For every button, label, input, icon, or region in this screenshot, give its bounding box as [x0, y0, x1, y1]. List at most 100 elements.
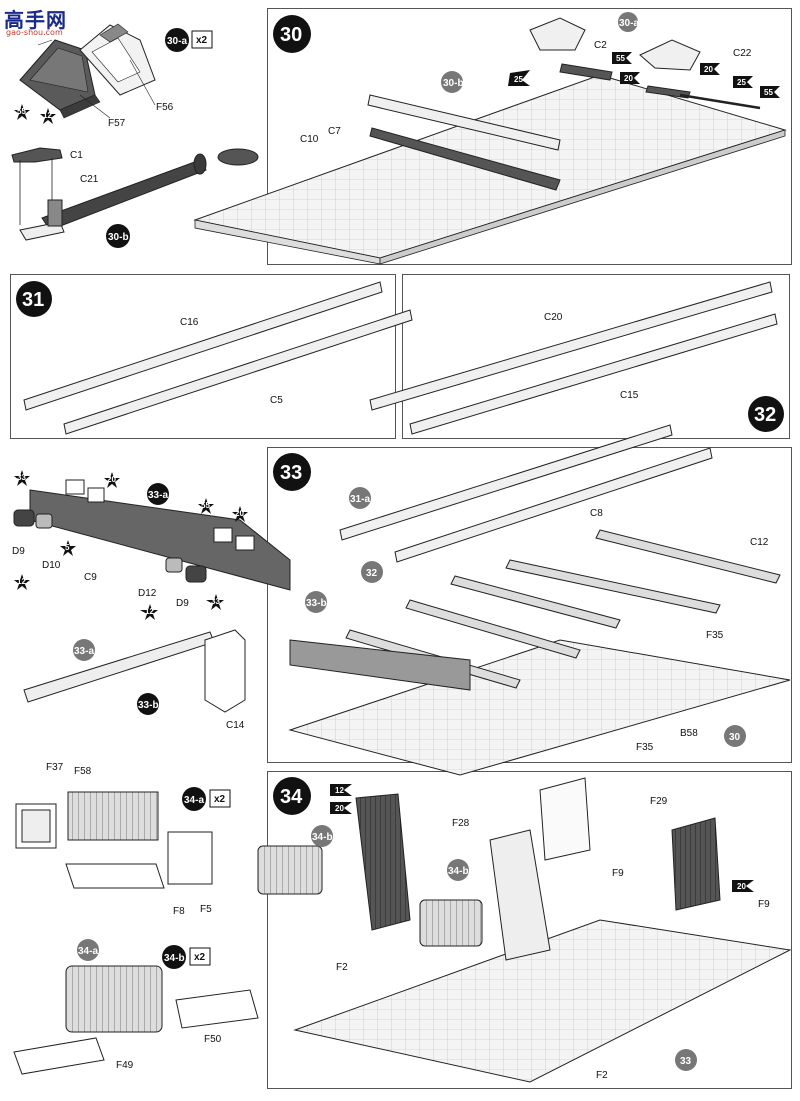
paint-30-55a: 55	[616, 54, 625, 63]
paint-33-55: 55	[201, 501, 210, 510]
paint-flags-30	[508, 52, 780, 98]
label-F29: F29	[650, 796, 668, 807]
badge-30a-panel	[618, 12, 638, 32]
multiplier-34a: x2	[214, 794, 226, 805]
step-31-number: 31	[22, 289, 44, 311]
label-C1: C1	[70, 150, 83, 161]
paint-33-5: 5	[65, 543, 70, 552]
paint-star-55-a	[14, 104, 30, 120]
label-F8: F8	[173, 906, 185, 917]
badge-34b-panel-a-label: 34-b	[312, 832, 333, 843]
badge-34b	[162, 945, 186, 969]
label-C20: C20	[544, 312, 563, 323]
sub-34b-parts	[13, 965, 259, 1075]
label-F50: F50	[204, 1034, 222, 1045]
paint-30-20a: 20	[624, 74, 633, 83]
step-32-number: 32	[754, 404, 776, 426]
badge-33a-b	[73, 639, 95, 661]
label-F49: F49	[116, 1060, 134, 1071]
rails-33	[289, 424, 781, 691]
label-F5: F5	[200, 904, 212, 915]
paint-33-20b: 20	[235, 509, 244, 518]
multiplier-30a: x2	[196, 35, 208, 46]
step-34-badge	[273, 777, 311, 815]
paint-33-33b: 33	[211, 597, 220, 606]
sub-34a-parts	[15, 791, 213, 889]
label-C12: C12	[750, 537, 769, 548]
chassis-floor-34	[293, 919, 792, 1083]
badge-34a-ref	[77, 939, 99, 961]
rail-C16	[23, 281, 383, 411]
badge-33b-label: 33-b	[138, 700, 159, 711]
label-C14: C14	[226, 720, 245, 731]
watermark-logo: 高手网	[4, 8, 67, 32]
badge-31a	[349, 487, 371, 509]
paint-33-12a: 12	[17, 577, 26, 586]
badge-34b-panel-b-label: 34-b	[448, 866, 469, 877]
step-34-number: 34	[280, 786, 303, 808]
paint-33-20a: 20	[107, 475, 116, 484]
label-F28: F28	[452, 818, 470, 829]
badge-30a	[165, 28, 189, 52]
label-F57: F57	[108, 118, 126, 129]
part-C21	[19, 148, 259, 241]
rail-C20	[369, 281, 773, 411]
label-C2: C2	[594, 40, 607, 51]
label-F9-b: F9	[758, 899, 770, 910]
paint-34-20b: 20	[737, 882, 746, 891]
label-C10: C10	[300, 134, 319, 145]
badge-34b-label: 34-b	[164, 953, 185, 964]
badge-33a	[147, 483, 169, 505]
badge-34a	[182, 787, 206, 811]
sub-30a-wheel-chocks	[19, 23, 156, 119]
label-C5: C5	[270, 395, 283, 406]
step-30-badge	[273, 15, 311, 53]
badge-30a-label: 30-a	[167, 36, 187, 47]
label-F9-a: F9	[612, 868, 624, 879]
part-30b-beam	[367, 71, 561, 151]
label-D9-a: D9	[12, 546, 25, 557]
paint-30-25b: 25	[737, 78, 746, 87]
sub-33a-frame-C9	[13, 479, 291, 591]
label-C22: C22	[733, 48, 752, 59]
paint-34-20a: 20	[335, 804, 344, 813]
badge-30b	[106, 224, 130, 248]
rail-C15	[409, 313, 778, 435]
label-F58: F58	[74, 766, 92, 777]
paint-33-12b: 12	[145, 607, 154, 616]
badge-30b-panel-label: 30-b	[443, 78, 464, 89]
paint-12-a-label: 12	[43, 111, 52, 120]
step-32-badge	[748, 396, 784, 432]
label-F35-a: F35	[706, 630, 724, 641]
label-C8: C8	[590, 508, 603, 519]
paint-stars-34	[330, 784, 754, 892]
label-C9: C9	[84, 572, 97, 583]
badge-31a-label: 31-a	[350, 494, 370, 505]
badge-33-ref	[675, 1049, 697, 1071]
badge-33-ref-label: 33	[680, 1056, 692, 1067]
badge-30-ref-label: 30	[729, 732, 741, 743]
badge-33b	[137, 693, 159, 715]
multiplier-34b: x2	[194, 952, 206, 963]
badge-33a-label: 33-a	[148, 490, 168, 501]
badge-30-ref	[724, 725, 746, 747]
badge-34b-panel-a	[311, 825, 333, 847]
label-F56: F56	[156, 102, 174, 113]
badge-32-ref-label: 32	[366, 568, 378, 579]
step30-chocks	[529, 17, 761, 110]
step-33-number: 33	[280, 462, 302, 484]
paint-30-25a: 25	[514, 75, 523, 84]
paint-30-55b: 55	[764, 88, 773, 97]
paint-30-20b: 20	[704, 65, 713, 74]
label-C15: C15	[620, 390, 639, 401]
step-30-number: 30	[280, 24, 302, 46]
badge-33b-panel	[305, 591, 327, 613]
label-C16: C16	[180, 317, 199, 328]
label-F35-b: F35	[636, 742, 654, 753]
label-B58: B58	[680, 728, 698, 739]
paint-55-a-label: 55	[17, 107, 26, 116]
badge-34a-ref-label: 34-a	[78, 946, 98, 957]
step-33-badge	[273, 453, 311, 491]
badge-34b-panel-b	[447, 859, 469, 881]
rail-C5	[63, 309, 413, 435]
